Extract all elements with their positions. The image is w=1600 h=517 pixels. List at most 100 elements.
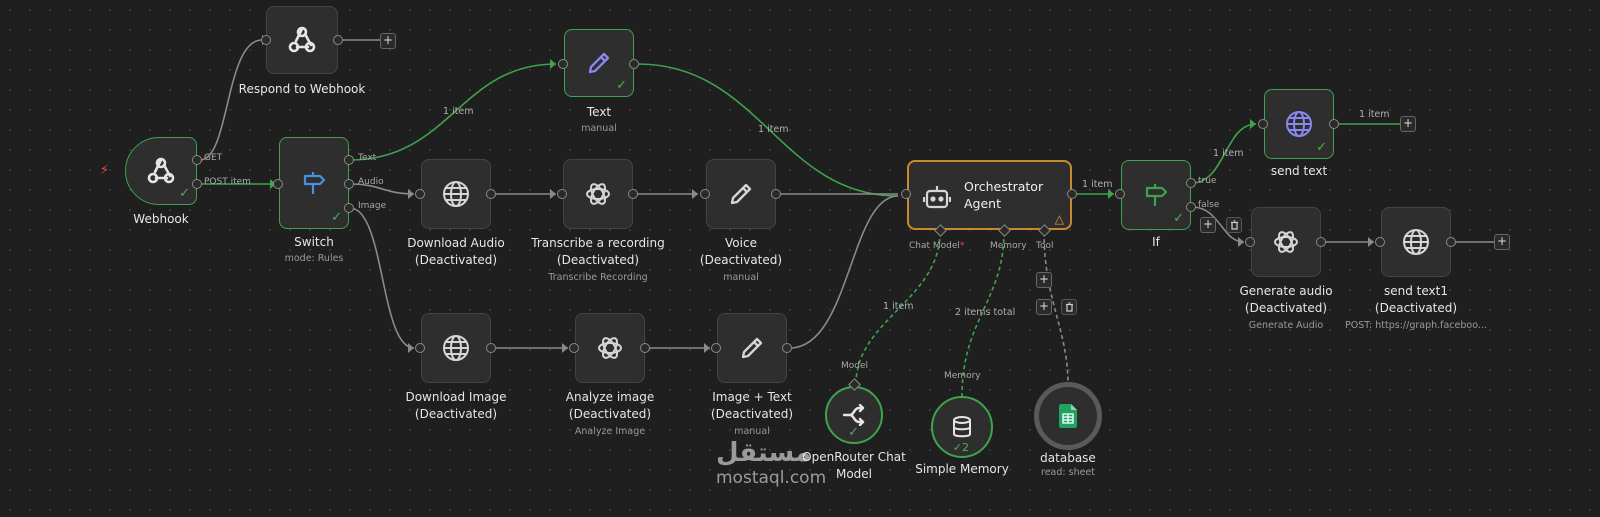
- success-check-icon: ✓: [848, 425, 859, 440]
- port-label-get: GET: [204, 153, 223, 163]
- node-label: If: [1152, 235, 1160, 249]
- node-subtitle: manual: [734, 426, 770, 437]
- add-node-button[interactable]: +: [1494, 234, 1510, 250]
- add-node-button[interactable]: +: [380, 33, 396, 49]
- input-handle[interactable]: [415, 343, 425, 353]
- pencil-icon: [588, 52, 610, 74]
- node-image-text[interactable]: [717, 313, 787, 383]
- output-handle-get[interactable]: [192, 155, 202, 165]
- sheets-icon: [1059, 404, 1077, 428]
- output-handle[interactable]: [486, 343, 496, 353]
- node-text[interactable]: ✓: [564, 29, 634, 97]
- output-handle-text[interactable]: [344, 155, 354, 165]
- input-handle[interactable]: [1245, 237, 1255, 247]
- success-check-icon: ✓: [1173, 211, 1184, 226]
- trash-icon: [1230, 220, 1238, 230]
- input-handle[interactable]: [558, 59, 568, 69]
- run-count-badge: 2: [962, 441, 969, 454]
- trigger-bolt-icon: ⚡: [100, 163, 110, 178]
- input-handle[interactable]: [1258, 119, 1268, 129]
- output-handle-audio[interactable]: [344, 179, 354, 189]
- node-subtitle: manual: [723, 272, 759, 283]
- webhook-icon: [288, 26, 316, 53]
- node-orchestrator-agent[interactable]: Orchestrator Agent △: [907, 160, 1072, 230]
- delete-connection-button[interactable]: [1061, 299, 1077, 315]
- node-subtitle: Analyze Image: [574, 426, 646, 437]
- database-icon: [953, 416, 971, 438]
- node-database[interactable]: [1034, 382, 1102, 450]
- output-handle[interactable]: [1067, 189, 1077, 199]
- node-download-image[interactable]: [421, 313, 491, 383]
- signpost-icon: [1145, 184, 1168, 206]
- node-transcribe-recording[interactable]: [563, 159, 633, 229]
- node-respond-to-webhook[interactable]: [266, 6, 338, 74]
- output-handle[interactable]: [1329, 119, 1339, 129]
- output-handle[interactable]: [628, 189, 638, 199]
- robot-icon: [923, 186, 951, 209]
- node-label: Orchestrator Agent: [964, 179, 1044, 211]
- input-handle[interactable]: [415, 189, 425, 199]
- node-voice[interactable]: [706, 159, 776, 229]
- output-handle[interactable]: [771, 189, 781, 199]
- port-label-chat-model: Chat Model*: [909, 241, 965, 251]
- output-handle[interactable]: [333, 35, 343, 45]
- node-simple-memory[interactable]: ✓2: [931, 396, 993, 458]
- success-check-icon: ✓: [1316, 140, 1327, 155]
- input-handle[interactable]: [700, 189, 710, 199]
- output-handle-post[interactable]: [192, 179, 202, 189]
- edge-item-count: 1 item: [758, 124, 789, 135]
- node-label: Text: [586, 105, 612, 119]
- output-handle[interactable]: [640, 343, 650, 353]
- success-check-icon: ✓: [616, 78, 627, 93]
- node-switch[interactable]: ✓: [279, 137, 349, 229]
- node-subtitle: read: sheet: [1041, 467, 1095, 478]
- node-generate-audio[interactable]: [1251, 207, 1321, 277]
- output-handle-false[interactable]: [1186, 202, 1196, 212]
- openai-icon: [1274, 231, 1298, 253]
- openrouter-icon: [842, 404, 865, 426]
- input-handle[interactable]: [1115, 189, 1125, 199]
- node-analyze-image[interactable]: [575, 313, 645, 383]
- add-node-button[interactable]: +: [1200, 217, 1216, 233]
- output-handle[interactable]: [1316, 237, 1326, 247]
- output-handle[interactable]: [1446, 237, 1456, 247]
- node-send-text1[interactable]: [1381, 207, 1451, 277]
- node-download-audio[interactable]: [421, 159, 491, 229]
- add-tool-button[interactable]: +: [1036, 272, 1052, 288]
- input-handle[interactable]: [273, 179, 283, 189]
- output-handle-true[interactable]: [1186, 178, 1196, 188]
- node-label: Download Audio (Deactivated): [407, 236, 505, 267]
- node-send-text[interactable]: ✓: [1264, 89, 1334, 159]
- trash-icon: [1065, 302, 1073, 312]
- output-handle[interactable]: [486, 189, 496, 199]
- input-handle[interactable]: [261, 35, 271, 45]
- node-subtitle: Generate Audio: [1248, 320, 1324, 331]
- port-label-post: POST item: [204, 177, 251, 187]
- node-webhook[interactable]: ✓: [125, 137, 197, 205]
- output-handle[interactable]: [782, 343, 792, 353]
- input-handle[interactable]: [1375, 237, 1385, 247]
- node-label: Simple Memory: [915, 462, 1009, 476]
- node-openrouter-chat-model[interactable]: ✓: [825, 386, 883, 444]
- input-handle[interactable]: [557, 189, 567, 199]
- node-subtitle: mode: Rules: [284, 253, 344, 264]
- input-handle[interactable]: [901, 189, 911, 199]
- add-node-button[interactable]: +: [1036, 299, 1052, 315]
- edge-item-count: 2 items total: [955, 307, 1016, 318]
- node-label: Download Image (Deactivated): [405, 390, 507, 421]
- port-label-image: Image: [358, 201, 387, 211]
- add-node-button[interactable]: +: [1400, 116, 1416, 132]
- port-label-text: Text: [358, 153, 377, 163]
- node-subtitle: POST: https://graph.faceboo...: [1345, 320, 1487, 331]
- node-label: Respond to Webhook: [238, 82, 366, 96]
- port-label-true: true: [1198, 176, 1217, 186]
- output-handle[interactable]: [629, 59, 639, 69]
- node-if[interactable]: ✓: [1121, 160, 1191, 230]
- node-label: Webhook: [133, 212, 189, 226]
- delete-connection-button[interactable]: [1226, 217, 1242, 233]
- output-handle-image[interactable]: [344, 203, 354, 213]
- input-handle[interactable]: [711, 343, 721, 353]
- input-handle[interactable]: [569, 343, 579, 353]
- node-label: Generate audio (Deactivated): [1239, 284, 1333, 315]
- globe-icon: [1286, 111, 1312, 137]
